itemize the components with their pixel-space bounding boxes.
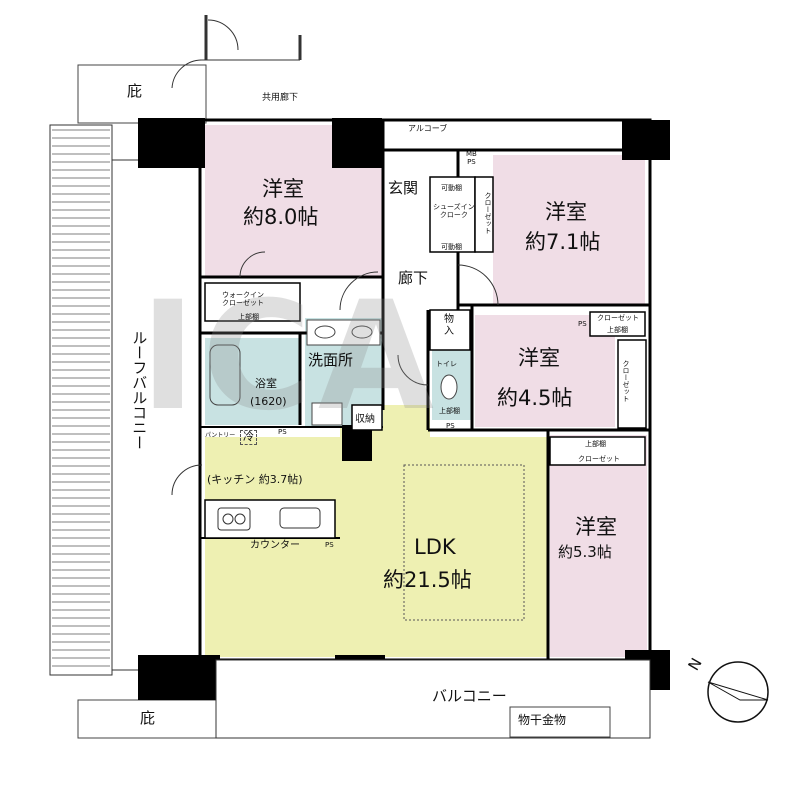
roof-balcony-railing <box>49 124 201 676</box>
western-45-name: 洋室 <box>518 346 560 370</box>
upper-shelf-45: 上部棚 <box>607 326 628 334</box>
alcove-label: アルコーブ <box>408 124 448 133</box>
storage-label: 収納 <box>355 414 375 425</box>
eaves-top <box>77 64 207 124</box>
upper-shelf-wic: 上部棚 <box>238 313 259 321</box>
western-7-name: 洋室 <box>545 200 587 224</box>
balcony-area <box>215 659 651 739</box>
upper-shelf-53: 上部棚 <box>585 440 606 448</box>
closet-53-label: クローゼット <box>578 455 620 463</box>
ps-label-4: PS <box>446 422 455 430</box>
mb-ps-label: MB PS <box>466 150 477 167</box>
kitchen-label: (キッチン 約3.7帖) <box>207 473 303 486</box>
western-53-fill <box>550 435 647 657</box>
closet-entrance-label: クローゼット <box>484 192 493 234</box>
ps-label-3: PS <box>578 320 587 328</box>
bath-size: (1620) <box>250 395 287 408</box>
hallway-label: 廊下 <box>398 269 429 287</box>
western-7-size: 約7.1帖 <box>525 230 601 254</box>
western-7-fill <box>493 155 645 305</box>
toilet-label: トイレ <box>436 360 457 368</box>
counter-label: カウンター <box>250 540 300 551</box>
kitchen-counter <box>204 499 336 539</box>
western-8-name: 洋室 <box>262 177 304 201</box>
closet-45-label: クローゼット <box>597 314 639 322</box>
closet-45-side-label: クローゼット <box>622 360 631 402</box>
shoes-in-closet-label: シューズイン クローク <box>433 203 475 220</box>
roof-balcony-label: ルーフバルコニー <box>130 330 149 450</box>
movable-shelf-bottom: 可動棚 <box>441 243 462 251</box>
ldk-size: 約21.5帖 <box>383 568 472 592</box>
walk-in-closet-label: ウォークイン クローゼット <box>222 291 264 308</box>
mono-ire-label: 物入 <box>444 314 454 337</box>
ps-label-2: PS <box>325 541 334 549</box>
ldk-name: LDK <box>414 535 456 559</box>
western-53-name: 洋室 <box>575 515 617 539</box>
western-45-size: 約4.5帖 <box>497 386 573 410</box>
eaves-top-label: 庇 <box>127 82 143 100</box>
fridge-label: 冷 <box>240 430 257 445</box>
washroom-label: 洗面所 <box>308 351 354 369</box>
bath-fill <box>205 338 300 425</box>
bath-name: 浴室 <box>255 377 277 390</box>
watermark-text: ICA <box>140 270 440 444</box>
entrance-label: 玄関 <box>388 179 419 197</box>
pantry-label: パントリー <box>205 432 236 439</box>
eaves-bottom-label: 庇 <box>140 709 156 727</box>
compass <box>707 661 769 723</box>
ps-label-1: PS <box>278 428 287 436</box>
western-8-size: 約8.0帖 <box>243 205 319 229</box>
upper-shelf-toilet: 上部棚 <box>439 407 460 415</box>
eaves-bottom <box>77 699 217 739</box>
balcony-label: バルコニー <box>432 687 507 705</box>
western-53-size: 約5.3帖 <box>558 543 612 561</box>
movable-shelf-top: 可動棚 <box>441 184 462 192</box>
common-corridor-label: 共用廊下 <box>262 93 299 103</box>
laundry-hanger-label: 物干金物 <box>518 713 567 727</box>
